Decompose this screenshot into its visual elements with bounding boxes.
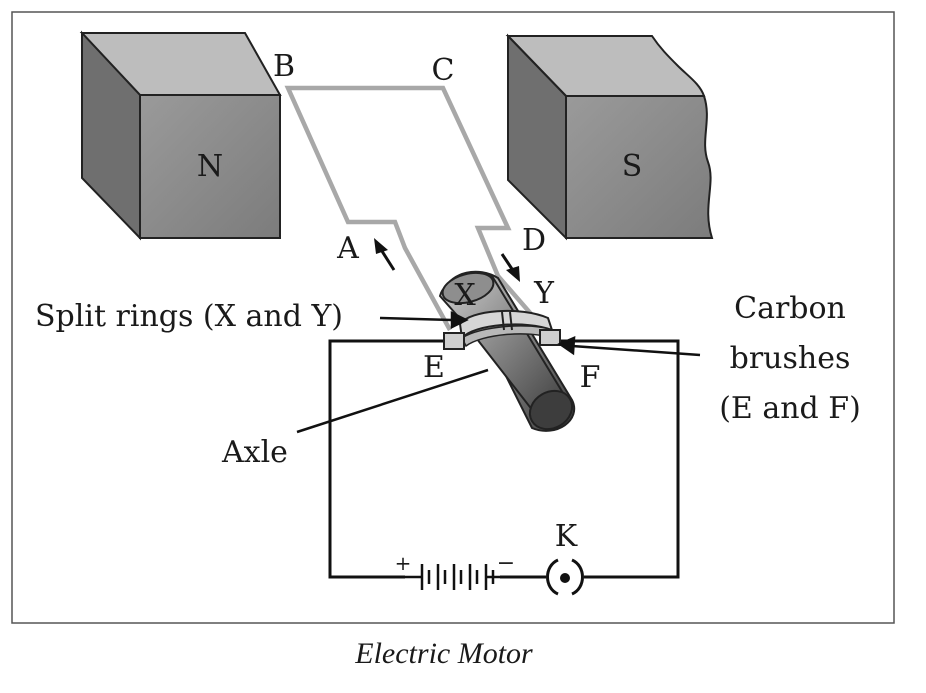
callout-axle: Axle	[221, 435, 288, 470]
north-pole-label: N	[197, 149, 223, 184]
callout-carbon-brushes-line2: brushes	[730, 341, 851, 376]
callout-split-rings: Split rings (X and Y)	[35, 299, 343, 334]
callout-carbon-brushes-line1: Carbon	[734, 291, 846, 326]
split-ring-label-y: Y	[533, 276, 555, 311]
callout-leaders	[296, 310, 701, 434]
coil-label-a: A	[336, 231, 359, 266]
brush-label-e: E	[423, 350, 445, 385]
south-pole-label: S	[622, 149, 643, 184]
split-ring-label-x: X	[454, 278, 476, 313]
north-magnet: N	[79, 30, 282, 241]
callout-carbon-brushes-line3: (E and F)	[719, 391, 861, 426]
carbon-brush-f	[539, 329, 561, 346]
figure-caption: Electric Motor	[354, 637, 533, 670]
key-switch-icon	[546, 558, 584, 596]
coil-abcd	[284, 85, 547, 332]
axle	[438, 270, 576, 432]
battery-positive-sign: +	[395, 551, 412, 575]
coil-label-c: C	[432, 53, 455, 88]
brush-label-f: F	[580, 360, 601, 395]
circuit-wires	[328, 339, 680, 579]
current-arrow-up-icon	[374, 238, 396, 271]
battery-negative-sign: −	[497, 551, 515, 576]
coil-label-d: D	[522, 223, 546, 258]
south-magnet: S	[505, 33, 714, 241]
carbon-brush-e	[443, 332, 465, 350]
key-label: K	[555, 519, 578, 554]
battery-icon	[405, 564, 500, 590]
coil-label-b: B	[273, 49, 295, 84]
current-arrow-down-icon	[500, 253, 520, 282]
